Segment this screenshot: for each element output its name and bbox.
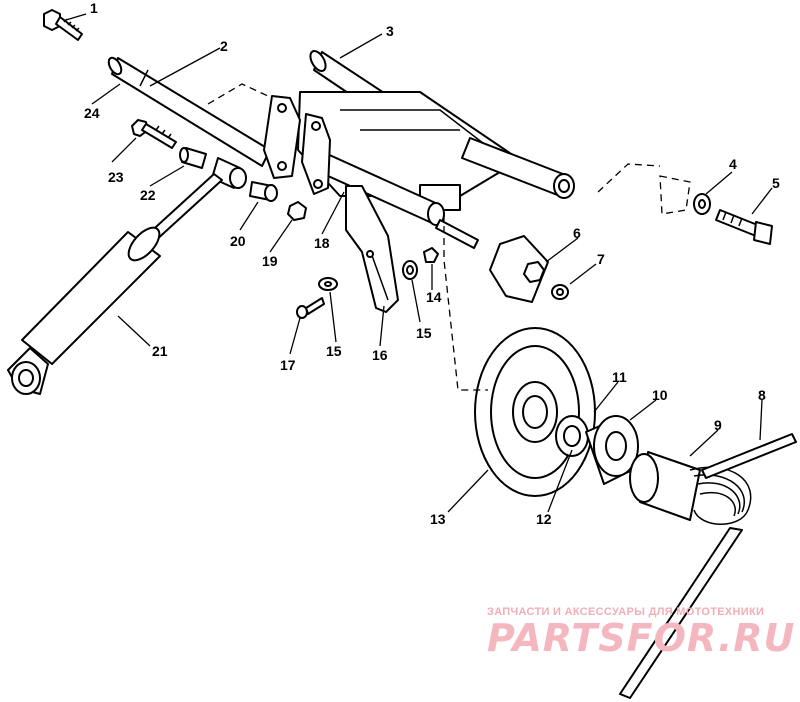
callout-labels: 1 2 3 4 5 6 7 8 9 10 11 12 13 14 15 15 1… [84, 0, 780, 527]
part-14-nut [423, 247, 439, 263]
part-8-torsion-spring [619, 433, 797, 699]
callout-18: 18 [314, 235, 330, 251]
callout-15-left: 15 [326, 343, 342, 359]
callout-12: 12 [536, 511, 552, 527]
part-22-bushing [179, 147, 207, 169]
part-5-bolt [715, 209, 773, 245]
part-6-bracket [489, 235, 549, 303]
part-13-idler-wheel [474, 327, 596, 497]
callout-4: 4 [729, 156, 737, 172]
callout-16: 16 [372, 347, 388, 363]
callout-19: 19 [262, 253, 278, 269]
part-1-bolt [43, 9, 83, 41]
mount-bracket-ghost [597, 163, 691, 215]
part-21-shock-absorber [7, 173, 223, 395]
part-10-collar [585, 415, 639, 485]
part-20-spacer [249, 181, 278, 202]
callout-6: 6 [573, 225, 581, 241]
part-15-washer-right [402, 260, 418, 280]
callout-24: 24 [84, 105, 100, 121]
callout-8: 8 [758, 387, 766, 403]
callout-15-right: 15 [416, 325, 432, 341]
part-17-screw [296, 297, 325, 319]
watermark-brand: PARTSFOR.RU [487, 616, 796, 660]
watermark-tagline: ЗАПЧАСТИ И АКСЕССУАРЫ ДЛЯ МОТОТЕХНИКИ [487, 606, 765, 618]
part-9-spacer-tube [629, 451, 701, 521]
frame-assembly [263, 91, 575, 249]
callout-1: 1 [90, 0, 98, 16]
part-15-washer-left [318, 277, 338, 291]
part-4-washer [693, 193, 711, 215]
callout-17: 17 [280, 357, 296, 373]
callout-20: 20 [230, 233, 246, 249]
part-7-washer [551, 284, 569, 300]
callout-22: 22 [140, 187, 156, 203]
part-11-washer [555, 415, 589, 457]
callout-3: 3 [386, 23, 394, 39]
callout-10: 10 [652, 387, 668, 403]
callout-21: 21 [152, 343, 168, 359]
part-16-bracket [345, 185, 399, 313]
callout-14: 14 [426, 289, 442, 305]
callout-11: 11 [612, 369, 627, 385]
leader-lines [65, 13, 773, 513]
callout-2: 2 [220, 38, 228, 54]
callout-13: 13 [430, 511, 446, 527]
part-23-bolt [131, 119, 177, 149]
callout-9: 9 [714, 417, 722, 433]
callout-5: 5 [772, 175, 780, 191]
callout-7: 7 [597, 251, 605, 267]
callout-23: 23 [108, 169, 124, 185]
part-19-nut [287, 201, 307, 221]
